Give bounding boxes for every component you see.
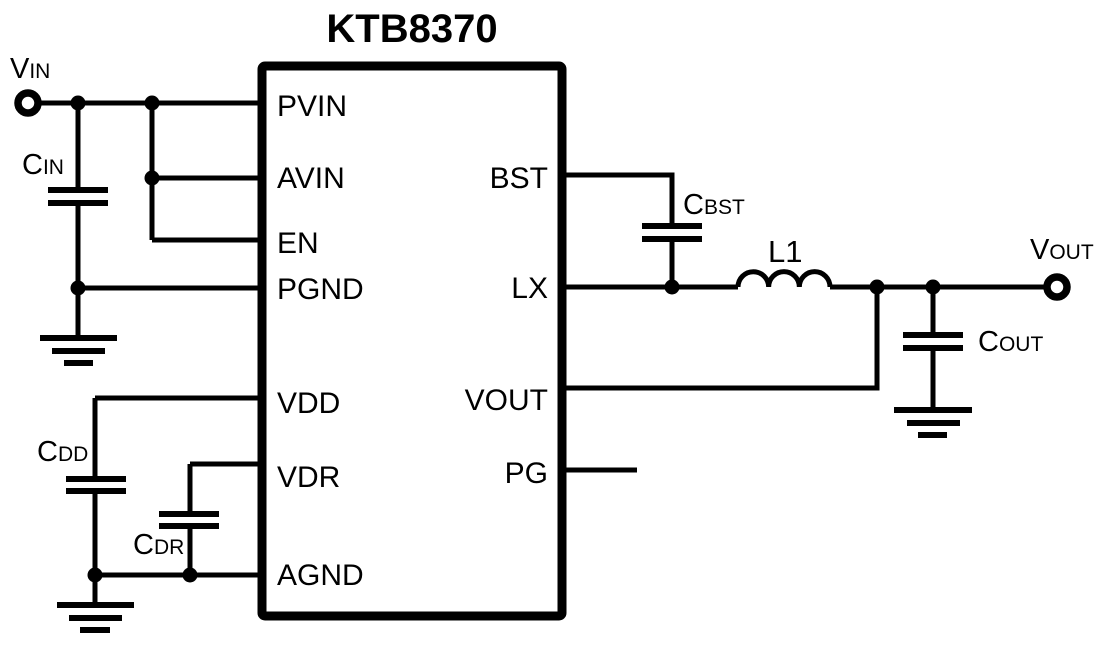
ground-icon-output (894, 407, 972, 438)
label-cbst: CBST (683, 189, 745, 221)
capacitor-cdd-icon (66, 476, 126, 494)
pin-label-en: EN (277, 227, 319, 260)
chip-outline (257, 61, 567, 621)
wire-vout-feedback (562, 287, 880, 391)
label-cin: CIN (22, 149, 64, 181)
pin-label-avin: AVIN (277, 162, 345, 195)
ground-icon-input (40, 335, 117, 366)
chip-pin-labels: PVIN AVIN EN PGND VDD VDR AGND BST LX VO… (277, 90, 548, 592)
output-section: CBST L1 VOUT COUT (562, 172, 1094, 473)
label-cdr: CDR (133, 529, 184, 561)
junction-dot (70, 280, 86, 296)
vout-terminal (1043, 273, 1071, 301)
junction-dot (144, 170, 160, 186)
label-vin: VIN (10, 53, 50, 85)
junction-dot (869, 279, 885, 295)
junction-dot (182, 567, 198, 583)
pin-label-bst: BST (490, 162, 548, 195)
wire-bst (562, 172, 675, 223)
label-vout: VOUT (1030, 234, 1094, 266)
pin-label-pvin: PVIN (277, 90, 347, 123)
capacitor-cdr-icon (159, 511, 219, 529)
pin-label-pg: PG (505, 457, 548, 490)
label-l1: L1 (768, 234, 802, 269)
pin-label-pgnd: PGND (277, 273, 364, 306)
junction-dot (925, 279, 941, 295)
capacitor-cbst-icon (642, 223, 702, 242)
pin-label-vdd: VDD (277, 387, 340, 420)
junction-dot (664, 279, 680, 295)
junction-dot (144, 95, 160, 111)
label-cout: COUT (978, 326, 1043, 358)
junction-dot (87, 567, 103, 583)
junction-dot (70, 95, 86, 111)
vin-terminal (14, 89, 42, 117)
ic-chip: KTB8370 (257, 7, 567, 621)
label-cdd: CDD (37, 436, 88, 468)
pin-label-vout: VOUT (465, 384, 548, 417)
pin-label-lx: LX (511, 272, 548, 305)
capacitor-cin-icon (48, 187, 108, 206)
inductor-l1-icon (735, 269, 833, 288)
input-section: VIN CIN (10, 53, 262, 366)
ground-icon-agnd (57, 602, 134, 633)
decoupling-section: CDD CDR (37, 395, 262, 633)
pin-label-vdr: VDR (277, 461, 340, 494)
pin-label-agnd: AGND (277, 559, 364, 592)
chip-title: KTB8370 (326, 7, 497, 51)
capacitor-cout-icon (903, 332, 963, 351)
